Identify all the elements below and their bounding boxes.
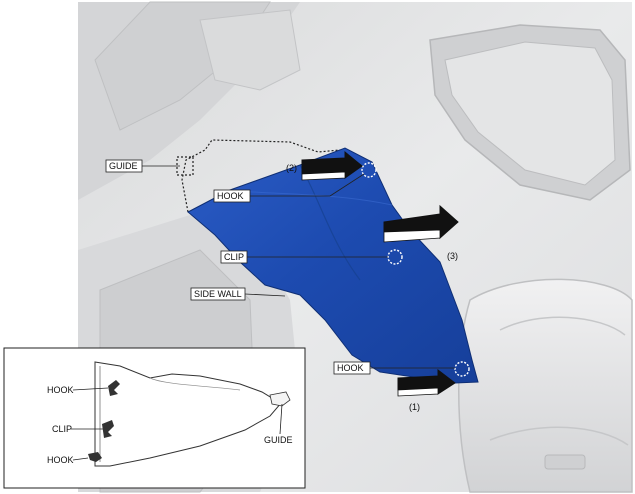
inset-clip-label: CLIP <box>52 424 72 434</box>
inset-hook-bottom-icon <box>88 452 102 462</box>
svg-text:SIDE WALL: SIDE WALL <box>194 289 242 299</box>
arrow-step-2 <box>301 150 363 181</box>
trim-panel <box>187 147 479 384</box>
svg-text:HOOK: HOOK <box>217 191 244 201</box>
arrow-step-1 <box>397 368 456 397</box>
callout-side-wall: SIDE WALL <box>190 287 286 301</box>
hook-upper-marker <box>361 162 377 178</box>
svg-text:HOOK: HOOK <box>337 363 364 373</box>
inset-guide-label: GUIDE <box>264 435 293 445</box>
inset-hook-top-icon <box>108 380 120 396</box>
hook-lower-marker <box>454 361 470 377</box>
callout-guide: GUIDE <box>105 159 180 173</box>
step-2-label: (2) <box>286 163 297 173</box>
inset-hook-bottom-label: HOOK <box>47 455 74 465</box>
arrow-step-3 <box>383 204 459 243</box>
callout-hook-lower: HOOK <box>333 361 455 375</box>
svg-text:CLIP: CLIP <box>224 252 244 262</box>
inset-hook-top-label: HOOK <box>47 385 74 395</box>
callout-clip: CLIP <box>220 250 388 264</box>
svg-text:GUIDE: GUIDE <box>109 161 138 171</box>
step-1-label: (1) <box>409 402 420 412</box>
adjacent-trim-outline <box>181 139 341 213</box>
guide-outline <box>176 156 194 176</box>
inset-clip-icon <box>102 420 114 438</box>
inset-detail: HOOK CLIP HOOK GUIDE <box>3 347 306 489</box>
callout-hook-upper: HOOK <box>213 173 365 203</box>
step-3-label: (3) <box>447 251 458 261</box>
